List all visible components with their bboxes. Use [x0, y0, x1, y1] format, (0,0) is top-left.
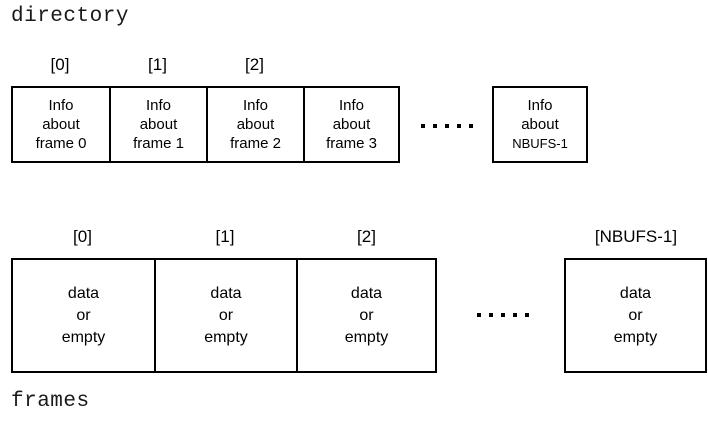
frame-cell-0[interactable]: data or empty: [13, 260, 156, 371]
directory-cell-3-line3: frame 3: [326, 135, 377, 152]
directory-cell-last[interactable]: Info about NBUFS-1: [492, 86, 588, 163]
frames-caption: frames: [11, 390, 90, 413]
frame-cell-1-line2: or: [218, 306, 234, 324]
directory-cell-1[interactable]: Info about frame 1: [111, 88, 208, 161]
directory-cell-1-line1: Info: [145, 97, 172, 114]
directory-cell-2-line2: about: [236, 116, 275, 133]
frames-index-label-0: [0]: [73, 227, 92, 246]
directory-cell-0-line1: Info: [48, 97, 74, 114]
directory-cell-3-line2: about: [332, 116, 371, 133]
frames-index-label-last: [NBUFS-1]: [594, 227, 678, 246]
directory-caption: directory: [11, 5, 129, 28]
frame-cell-1-line3: empty: [204, 328, 248, 346]
frame-cell-2-line1: data: [350, 284, 383, 302]
directory-cell-last-line2: about: [521, 116, 559, 133]
ellipsis-dot: [489, 313, 493, 317]
directory-cell-0-line3: frame 0: [35, 135, 87, 152]
ellipsis-dot: [525, 313, 529, 317]
frame-cell-last-line1: data: [619, 284, 652, 302]
directory-cell-0-line2: about: [42, 116, 80, 133]
frame-cell-last[interactable]: data or empty: [564, 258, 707, 373]
ellipsis-dot: [445, 124, 449, 128]
directory-array: Info about frame 0 Info about frame 1 In…: [11, 86, 400, 163]
ellipsis-dot: [513, 313, 517, 317]
directory-cell-3-line1: Info: [338, 97, 365, 114]
frames-index-label-1: [1]: [215, 227, 235, 246]
directory-index-label-1: [1]: [148, 55, 167, 74]
ellipsis-dot: [457, 124, 461, 128]
frames-ellipsis: [477, 313, 529, 317]
directory-cell-2[interactable]: Info about frame 2: [208, 88, 305, 161]
ellipsis-dot: [433, 124, 437, 128]
directory-cell-0[interactable]: Info about frame 0: [13, 88, 111, 161]
frame-cell-1[interactable]: data or empty: [156, 260, 298, 371]
ellipsis-dot: [421, 124, 425, 128]
ellipsis-dot: [477, 313, 481, 317]
directory-cell-1-line2: about: [139, 116, 178, 133]
directory-cell-last-line3: NBUFS-1: [512, 136, 568, 151]
directory-cell-3[interactable]: Info about frame 3: [305, 88, 398, 161]
directory-ellipsis: [421, 124, 473, 128]
frame-cell-2[interactable]: data or empty: [298, 260, 435, 371]
frame-cell-2-line3: empty: [344, 328, 389, 346]
directory-index-label-0: [0]: [50, 55, 70, 74]
directory-cell-2-line3: frame 2: [230, 135, 281, 152]
frame-cell-2-line2: or: [359, 306, 374, 324]
frames-array: data or empty data or empty data or empt…: [11, 258, 437, 373]
frame-cell-1-line1: data: [210, 284, 242, 302]
frame-cell-last-line2: or: [628, 306, 643, 324]
frame-cell-0-line2: or: [76, 306, 91, 324]
ellipsis-dot: [501, 313, 505, 317]
frame-cell-0-line3: empty: [61, 328, 106, 346]
frame-cell-0-line1: data: [67, 284, 100, 302]
ellipsis-dot: [469, 124, 473, 128]
frame-cell-last-line3: empty: [613, 328, 658, 346]
directory-cell-2-line1: Info: [242, 97, 269, 114]
frames-index-label-2: [2]: [357, 227, 376, 246]
directory-index-label-2: [2]: [245, 55, 264, 74]
directory-cell-1-line3: frame 1: [133, 135, 184, 152]
directory-cell-last-line1: Info: [527, 97, 553, 114]
